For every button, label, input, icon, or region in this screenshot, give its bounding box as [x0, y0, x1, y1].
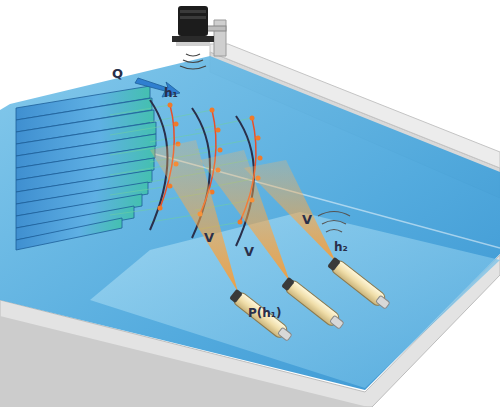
pressure-label: P(h₁) — [248, 306, 282, 321]
velocity-label: V — [302, 212, 312, 227]
velocity-label: V — [244, 244, 254, 259]
water-surface — [0, 56, 500, 390]
velocity-label: V — [204, 230, 214, 245]
level-label: h₁ — [164, 86, 178, 101]
sound-waves — [318, 212, 350, 233]
floor-sensors — [229, 256, 392, 343]
level-sensor — [172, 6, 226, 69]
flow-label: Q — [112, 66, 123, 81]
level-label: h₂ — [334, 240, 348, 255]
channel-bracket-post — [214, 20, 226, 56]
channel-floor — [90, 212, 500, 388]
ultrasonic-beams — [150, 140, 336, 292]
